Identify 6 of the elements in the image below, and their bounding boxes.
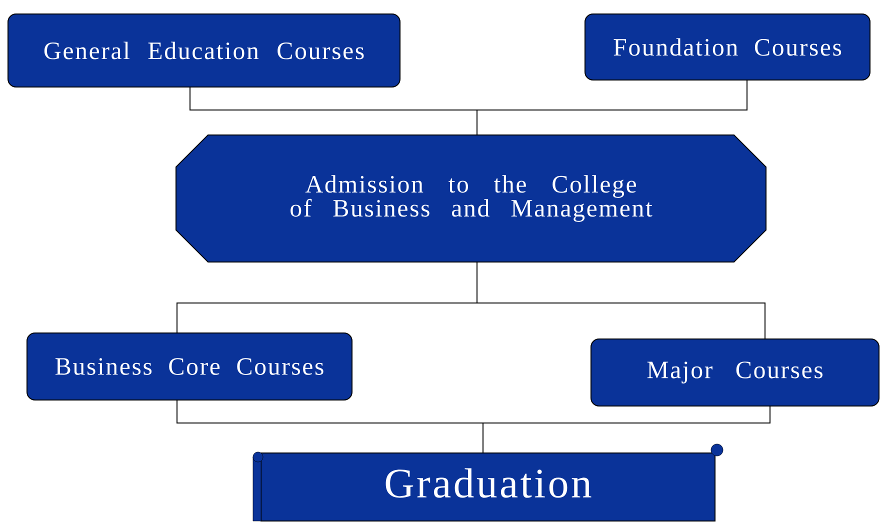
course-box: Major Courses — [590, 338, 880, 406]
graduation-banner: Graduation — [252, 444, 724, 522]
course-box: Foundation Courses — [584, 14, 870, 80]
course-box: General Education Courses — [8, 14, 400, 88]
course-box: Business Core Courses — [26, 332, 352, 400]
connector-line — [476, 80, 748, 136]
